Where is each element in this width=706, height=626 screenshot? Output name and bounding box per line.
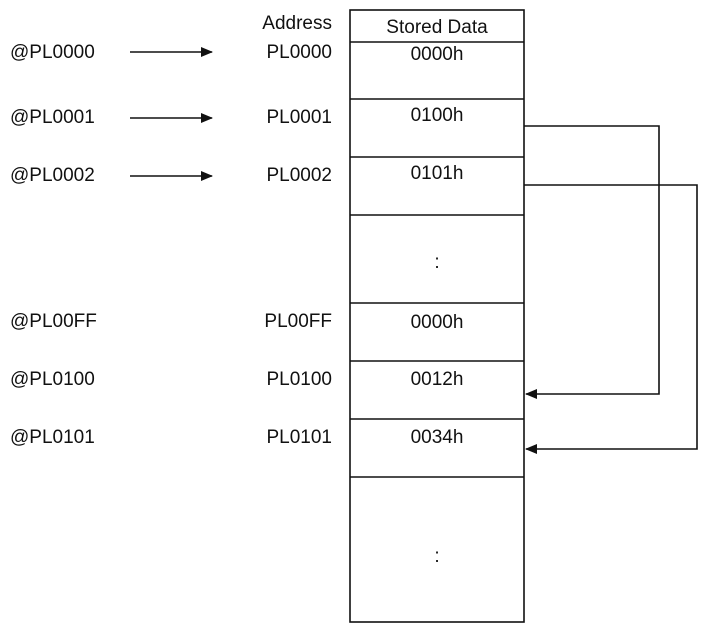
stored-data-column-header: Stored Data [386,17,488,38]
pointer-label: @PL0000 [10,42,95,63]
address-column-header: Address [262,13,332,34]
pointer-label: @PL0101 [10,427,95,448]
reference-arrow-0101h-to-pl0101 [524,184,698,454]
ellipsis: : [434,546,440,567]
pointer-label: @PL0100 [10,369,95,390]
address-label: PL0101 [266,427,332,448]
stored-value: 0100h [410,105,464,126]
address-label: PL0001 [266,107,332,128]
reference-arrow-0100h-to-pl0100 [524,125,660,399]
pointer-label: @PL00FF [10,311,97,332]
address-label: PL0000 [266,42,332,63]
stored-value: 0101h [410,163,464,184]
address-label: PL0002 [266,165,332,186]
pointer-label: @PL0002 [10,165,95,186]
memory-table [349,9,525,623]
address-label: PL00FF [264,311,332,332]
ellipsis: : [434,252,440,273]
stored-value: 0012h [410,369,464,390]
memory-table-border [349,9,525,623]
pointer-label: @PL0001 [10,107,95,128]
stored-value: 0000h [410,312,464,333]
stored-value: 0000h [410,44,464,65]
stored-value: 0034h [410,427,464,448]
address-label: PL0100 [266,369,332,390]
